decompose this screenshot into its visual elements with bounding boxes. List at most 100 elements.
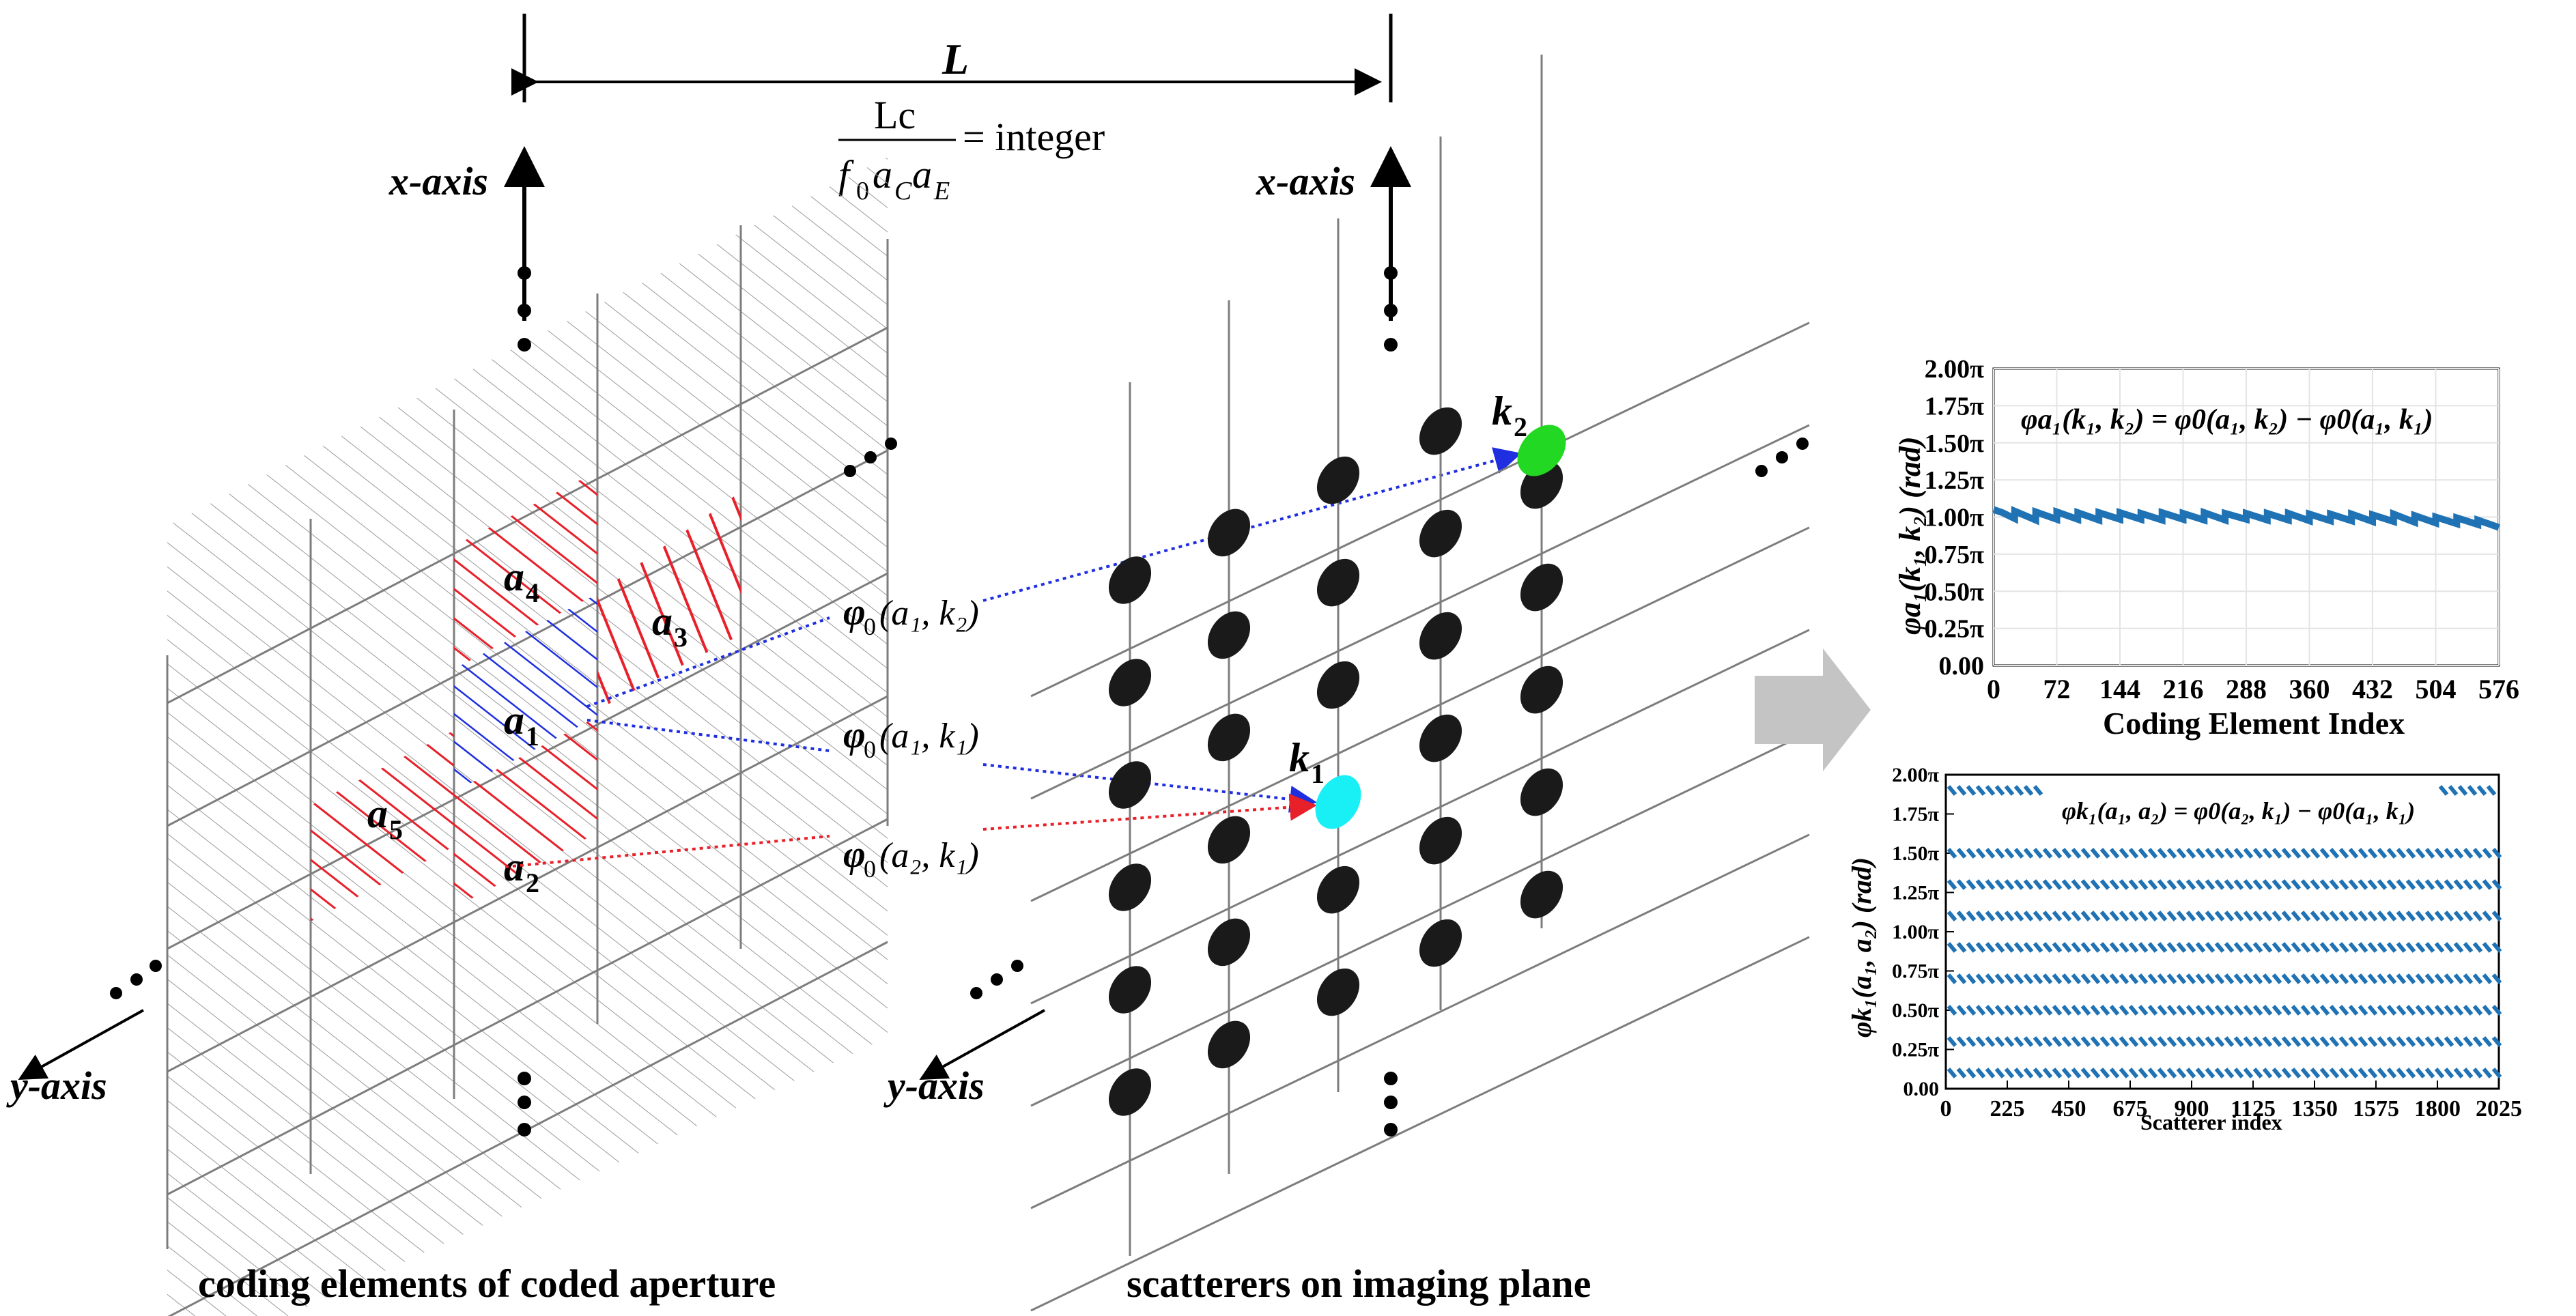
scatterer [1207, 611, 1251, 659]
aperture-right-ellipsis [844, 438, 897, 477]
aperture-y-axis-label: y-axis [6, 1063, 107, 1108]
label-a4: a 4 [504, 554, 539, 608]
chart-top-y-ticks: 0.000.25π0.50π0.75π1.00π1.25π1.50π1.75π2… [1925, 355, 1985, 681]
x-tick-label: 0 [1940, 1096, 1952, 1121]
imaging-diagonal-line [1030, 526, 1810, 902]
element-labels: a 1 a 2 a 3 a 4 a 5 [367, 554, 688, 898]
formula-sub-c: C [894, 177, 912, 205]
scatterer [1419, 509, 1462, 558]
svg-text:3: 3 [674, 622, 688, 653]
scatterer [1316, 866, 1360, 914]
x-tick-label: 432 [2352, 674, 2393, 704]
chart-top-xlabel: Coding Element Index [2103, 706, 2405, 741]
y-tick-label: 0.75π [1892, 960, 1940, 983]
scatter-band [1947, 879, 2502, 890]
y-tick-label: 1.75π [1892, 803, 1940, 826]
x-tick-label: 288 [2226, 674, 2267, 704]
scatterer [1520, 563, 1563, 612]
scatter-band [1947, 942, 2502, 953]
scatterer [1419, 612, 1462, 660]
svg-text:k: k [1492, 388, 1512, 433]
svg-text:(a₂, k₁): (a₂, k₁) [879, 836, 979, 875]
y-tick-label: 0.50π [1925, 577, 1985, 606]
label-k2: k 2 [1492, 388, 1527, 442]
y-tick-label: 1.25π [1892, 882, 1940, 904]
scatterer [1207, 713, 1251, 762]
scatterers [1108, 407, 1563, 1116]
formula-numerator: Lc [874, 93, 916, 137]
chart-top-ylabel: φa₁(k₁, k₂) (rad) [1893, 437, 1927, 635]
imaging-x-axis-label: x-axis [1256, 159, 1355, 203]
y-tick-label: 2.00π [1925, 355, 1985, 384]
y-tick-label: 0.75π [1925, 541, 1985, 569]
chart-bottom-xlabel: Scatterer index [2140, 1110, 2282, 1134]
svg-text:a: a [652, 599, 673, 644]
phase-label-a1-k2: φ 0 (a₁, k₂) [843, 591, 979, 640]
y-tick-label: 1.00π [1925, 504, 1985, 532]
imaging-top-ellipsis [1384, 266, 1398, 352]
scatterer [1108, 556, 1152, 604]
imaging-diagonal-line [1030, 936, 1810, 1312]
svg-text:a: a [367, 791, 388, 836]
scatterer [1419, 919, 1462, 967]
imaging-right-ellipsis [1755, 438, 1809, 477]
scatter-band [1947, 1068, 2502, 1078]
imaging-grid [1030, 55, 1810, 1312]
aperture-caption: coding elements of coded aperture [198, 1261, 776, 1306]
x-tick-label: 1350 [2291, 1096, 2338, 1121]
coding-element-a3 [597, 491, 741, 710]
imaging-plane: k 1 k 2 x-axis y-axis scatterers on imag… [883, 55, 1810, 1312]
svg-text:φ: φ [843, 833, 866, 876]
scatterer [1207, 918, 1251, 967]
x-tick-label: 450 [2052, 1096, 2086, 1121]
imaging-diagonal-line [1030, 731, 1810, 1107]
aperture-y-ellipsis [110, 960, 162, 999]
scatterer-k1 [1315, 775, 1361, 829]
x-tick-label: 360 [2289, 674, 2330, 704]
coding-element-a1 [454, 594, 597, 792]
svg-text:4: 4 [526, 577, 539, 608]
scatter-band [1947, 1005, 2502, 1016]
scatterer [1419, 816, 1462, 865]
imaging-bottom-ellipsis [1384, 1072, 1398, 1136]
y-tick-label: 1.50π [1892, 842, 1940, 865]
scatterer [1207, 1020, 1251, 1069]
imaging-diagonal-line [1030, 321, 1810, 698]
aperture-x-axis-label: x-axis [388, 159, 488, 203]
scatterer [1108, 659, 1152, 706]
chart-top-title: φa₁(k₁, k₂) = φ0(a₁, k₂) − φ0(a₁, k₁) [2021, 404, 2433, 435]
x-tick-label: 0 [1987, 674, 2000, 704]
imaging-y-axis-label: y-axis [883, 1063, 985, 1108]
y-tick-label: 1.00π [1892, 921, 1940, 943]
svg-text:5: 5 [389, 814, 403, 845]
x-tick-label: 72 [2043, 674, 2071, 704]
x-tick-label: 216 [2163, 674, 2204, 704]
scatterer [1207, 509, 1251, 557]
svg-text:k: k [1289, 735, 1310, 780]
y-tick-label: 0.50π [1892, 999, 1940, 1022]
y-tick-label: 2.00π [1892, 764, 1940, 786]
transition-arrow [1755, 648, 1871, 771]
scatterer [1108, 1068, 1152, 1116]
x-tick-label: 144 [2099, 674, 2140, 704]
svg-text:a: a [504, 698, 524, 743]
phase-connectors [505, 447, 1522, 868]
scatterer [1520, 768, 1563, 816]
x-tick-label: 1800 [2414, 1096, 2461, 1121]
imaging-y-ellipsis [970, 960, 1023, 999]
svg-text:1: 1 [1311, 758, 1325, 789]
scatterer [1419, 407, 1462, 455]
x-tick-label: 2025 [2476, 1096, 2522, 1121]
svg-text:0: 0 [864, 613, 876, 640]
formula-sub-e: E [933, 177, 950, 205]
x-tick-label: 576 [2478, 674, 2519, 704]
scatterer [1108, 863, 1152, 911]
y-tick-label: 1.25π [1925, 466, 1985, 495]
x-tick-label: 1575 [2353, 1096, 2399, 1121]
aperture-top-ellipsis [518, 266, 531, 352]
svg-text:0: 0 [864, 855, 876, 883]
y-tick-label: 0.00 [1939, 652, 1985, 681]
imaging-diagonal-line [1030, 629, 1810, 1005]
label-a1: a 1 [504, 698, 539, 752]
